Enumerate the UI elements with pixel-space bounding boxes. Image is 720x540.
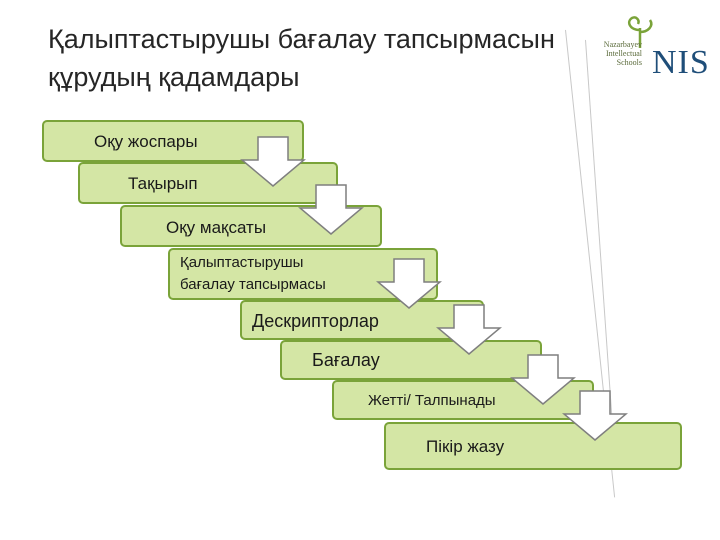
step-label: Бағалау	[312, 350, 380, 370]
decorative-line	[585, 39, 613, 420]
step-label: Жетті/ Талпынады	[368, 392, 496, 409]
step-box-feedback: Пікір жазу	[384, 422, 682, 470]
down-arrow-icon	[562, 390, 628, 441]
logo-text-nis: NIS	[652, 44, 710, 81]
slide-title: Қалыптастырушы бағалау тапсырмасын құруд…	[48, 20, 608, 96]
step-label: Пікір жазу	[426, 437, 505, 456]
down-arrow-icon	[376, 258, 442, 309]
logo-text-small: Nazarbayev Intellectual Schools	[603, 40, 642, 67]
title-line-2: құрудың қадамдары	[48, 62, 300, 92]
step-label: Тақырып	[128, 174, 198, 193]
title-line-1: Қалыптастырушы бағалау тапсырмасын	[48, 24, 555, 54]
step-box-assessment: Бағалау	[280, 340, 542, 380]
step-box-formative-task: Қалыптастырушы бағалау тапсырмасы	[168, 248, 438, 300]
sprout-icon	[628, 16, 653, 48]
nis-logo: Nazarbayev Intellectual Schools NIS	[590, 10, 716, 86]
down-arrow-icon	[436, 304, 502, 355]
down-arrow-icon	[240, 136, 306, 187]
down-arrow-icon	[298, 184, 364, 235]
down-arrow-icon	[510, 354, 576, 405]
step-label: Оқу жоспары	[94, 132, 198, 151]
step-label-line-1: Қалыптастырушы	[180, 254, 304, 271]
step-label-line-2: бағалау тапсырмасы	[180, 276, 326, 293]
step-label: Дескрипторлар	[252, 311, 379, 331]
step-label: Оқу мақсаты	[166, 218, 267, 237]
step-box-topic: Тақырып	[78, 162, 338, 204]
